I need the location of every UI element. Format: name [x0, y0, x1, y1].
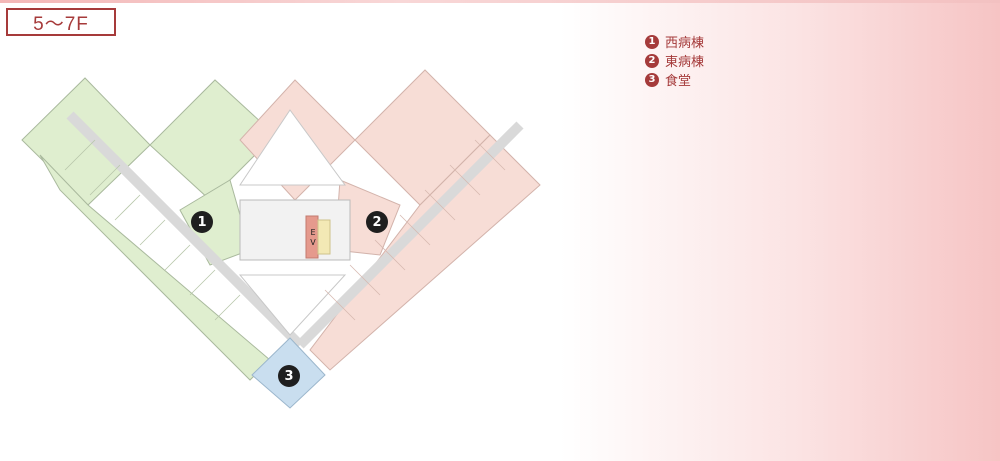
upper-atrium	[239, 109, 346, 186]
east-ward-marker: 2	[366, 211, 388, 233]
legend-item-dining: 3 食堂	[645, 70, 704, 89]
legend-label-west-ward: 西病棟	[665, 36, 705, 51]
east-ward-marker-number: 2	[372, 214, 382, 230]
legend-item-east-ward: 2 東病棟	[645, 51, 704, 70]
east-ward-long-wing	[309, 134, 541, 371]
west-ward-wing	[21, 77, 151, 206]
top-accent-strip	[0, 0, 1000, 3]
dining-marker-number: 3	[284, 368, 294, 384]
west-ward-marker-number: 1	[197, 214, 207, 230]
legend-item-west-ward: 1 西病棟	[645, 32, 704, 51]
legend-label-dining: 食堂	[665, 74, 692, 89]
floor-plan-drawing	[21, 69, 541, 409]
legend: 1 西病棟 2 東病棟 3 食堂	[645, 32, 704, 89]
floor-plan-map: 1 2 3 E V	[0, 40, 600, 461]
central-core	[239, 199, 351, 261]
legend-label-east-ward: 東病棟	[665, 55, 705, 70]
east-corridor	[296, 121, 524, 349]
dining-marker: 3	[278, 365, 300, 387]
elevator-label: E V	[310, 228, 316, 247]
legend-number-1: 1	[645, 34, 659, 49]
floor-label: 5〜7F	[6, 8, 116, 36]
lower-atrium	[238, 274, 347, 336]
west-corridor	[66, 111, 304, 349]
legend-number-3: 3	[645, 72, 659, 87]
elevator-adjacent-block	[317, 219, 331, 255]
legend-number-2: 2	[645, 53, 659, 68]
west-ward-marker: 1	[191, 211, 213, 233]
